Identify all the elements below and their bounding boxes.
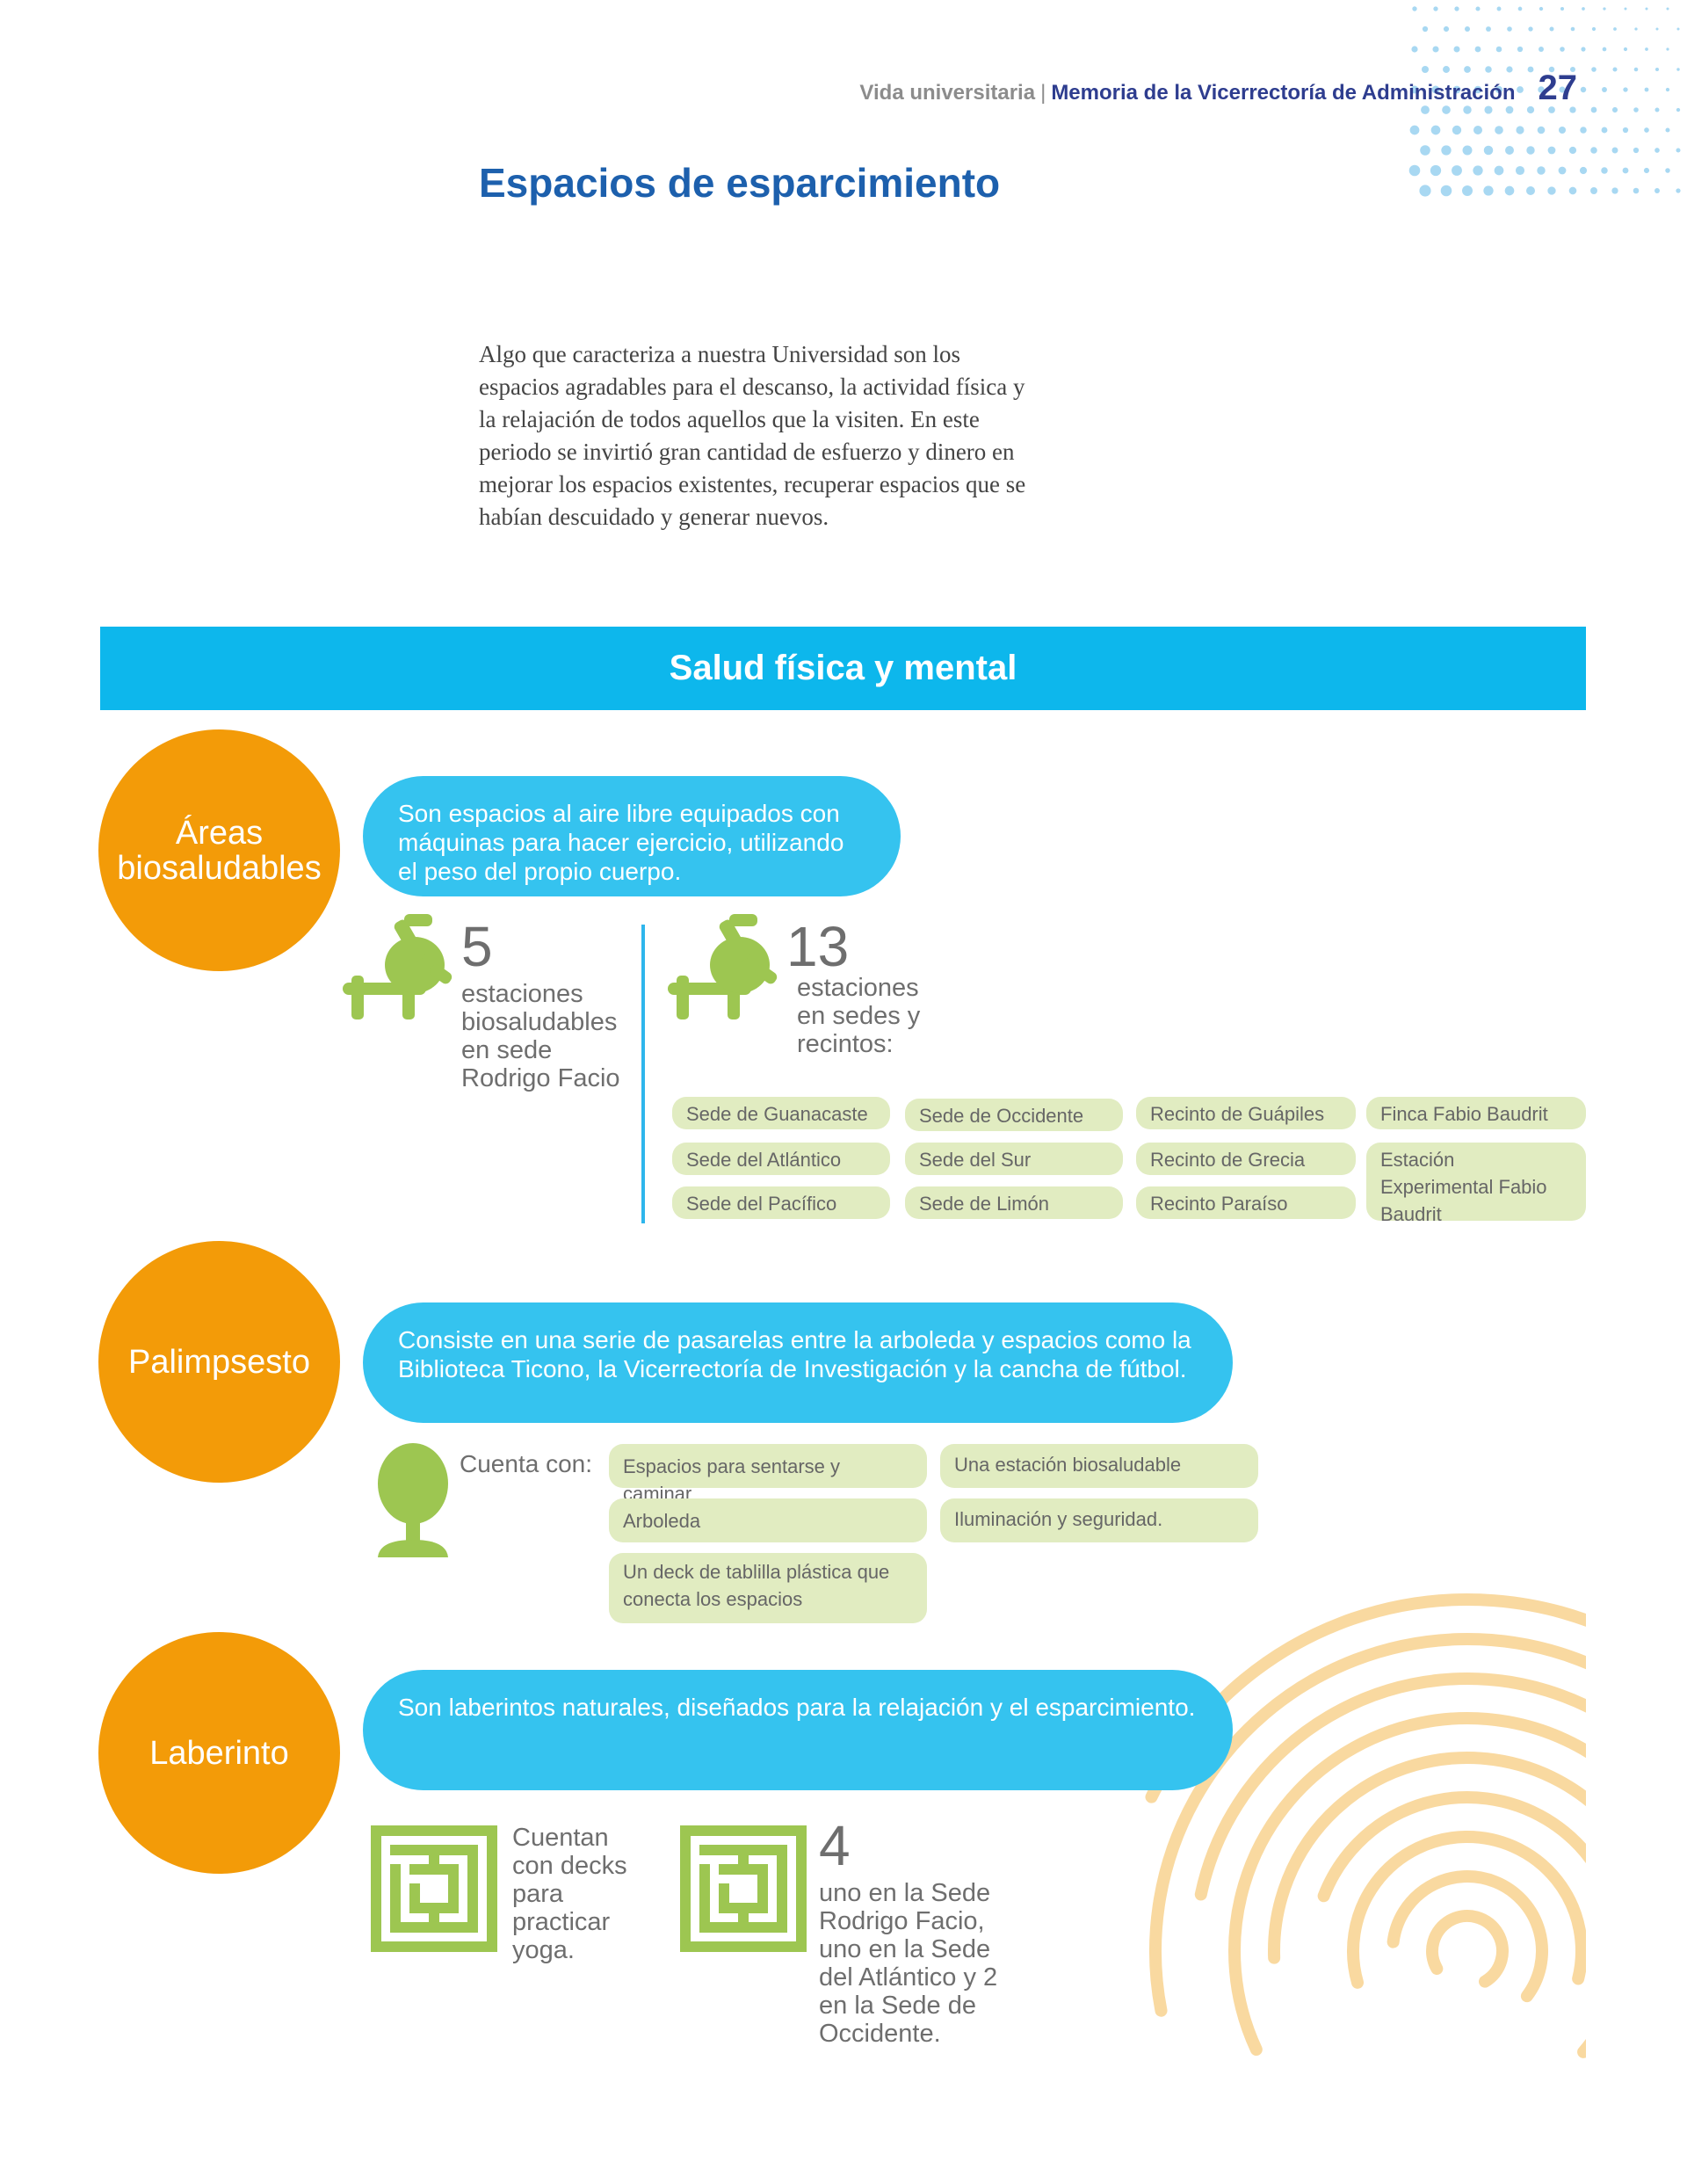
areas-stat2-number: 13 [786,915,850,978]
feature-tag: Espacios para sentarse y caminar [609,1444,927,1505]
location-tag: Recinto de Grecia [1136,1143,1356,1175]
location-tag: Estación Experimental Fabio Baudrit [1366,1143,1586,1225]
laberinto-decks-text: Cuentan con decks para practicar yoga. [512,1824,627,1964]
location-tag: Recinto Paraíso [1136,1186,1356,1219]
header-section: Vida universitaria [859,81,1036,105]
page-title: Espacios de esparcimiento [479,160,1001,206]
laberinto-circle: Laberinto [98,1632,340,1874]
location-tag: Sede de Guanacaste [672,1097,890,1129]
areas-description: Son espacios al aire libre equipados con… [363,776,901,896]
maze-icon [371,1825,497,1952]
laberinto-count-number: 4 [819,1814,851,1877]
cuenta-label: Cuenta con: [460,1450,592,1477]
laberinto-description: Son laberintos naturales, diseñados para… [363,1670,1233,1790]
areas-circle: Áreas biosaludables [98,729,340,971]
location-tag: Recinto de Guápiles [1136,1097,1356,1129]
location-tag: Sede del Pacífico [672,1186,890,1219]
section-banner: Salud física y mental [100,627,1586,710]
areas-circle-label: Áreas biosaludables [117,814,322,887]
laberinto-count-text: uno en la Sede Rodrigo Facio, uno en la … [819,1879,998,2048]
location-tag: Finca Fabio Baudrit [1366,1097,1586,1129]
page-header: Vida universitaria | Memoria de la Vicer… [859,69,1577,108]
dots-decoration [1408,6,1681,197]
areas-stat1-text: estaciones biosaludables en sede Rodrigo… [461,980,620,1092]
palimpsesto-circle: Palimpsesto [98,1241,340,1483]
areas-stat2-text: estaciones en sedes y recintos: [797,974,921,1058]
tree-icon [378,1443,448,1557]
feature-tag: Arboleda [609,1498,927,1542]
feature-tag: Un deck de tablilla plástica que conecta… [609,1553,927,1623]
exercise-machine-icon [668,914,778,1019]
location-tag: Sede del Sur [905,1143,1123,1175]
laberinto-circle-label: Laberinto [149,1734,289,1772]
palimpsesto-description: Consiste en una serie de pasarelas entre… [363,1302,1233,1423]
feature-tag: Una estación biosaludable [940,1444,1258,1488]
palimpsesto-circle-label: Palimpsesto [128,1343,310,1381]
maze-icon [680,1825,807,1952]
header-separator: | [1040,81,1046,105]
header-publication: Memoria de la Vicerrectoría de Administr… [1051,81,1516,105]
page-number: 27 [1538,69,1578,107]
intro-paragraph: Algo que caracteriza a nuestra Universid… [479,341,1026,530]
feature-tag: Iluminación y seguridad. [940,1498,1258,1542]
location-tag: Sede de Limón [905,1186,1123,1219]
divider-line [641,925,645,1223]
location-tag: Sede de Occidente [905,1099,1123,1131]
exercise-machine-icon [343,914,453,1019]
maze-decoration [1145,1593,1586,2058]
location-tag: Sede del Atlántico [672,1143,890,1175]
areas-stat1-number: 5 [461,915,493,978]
